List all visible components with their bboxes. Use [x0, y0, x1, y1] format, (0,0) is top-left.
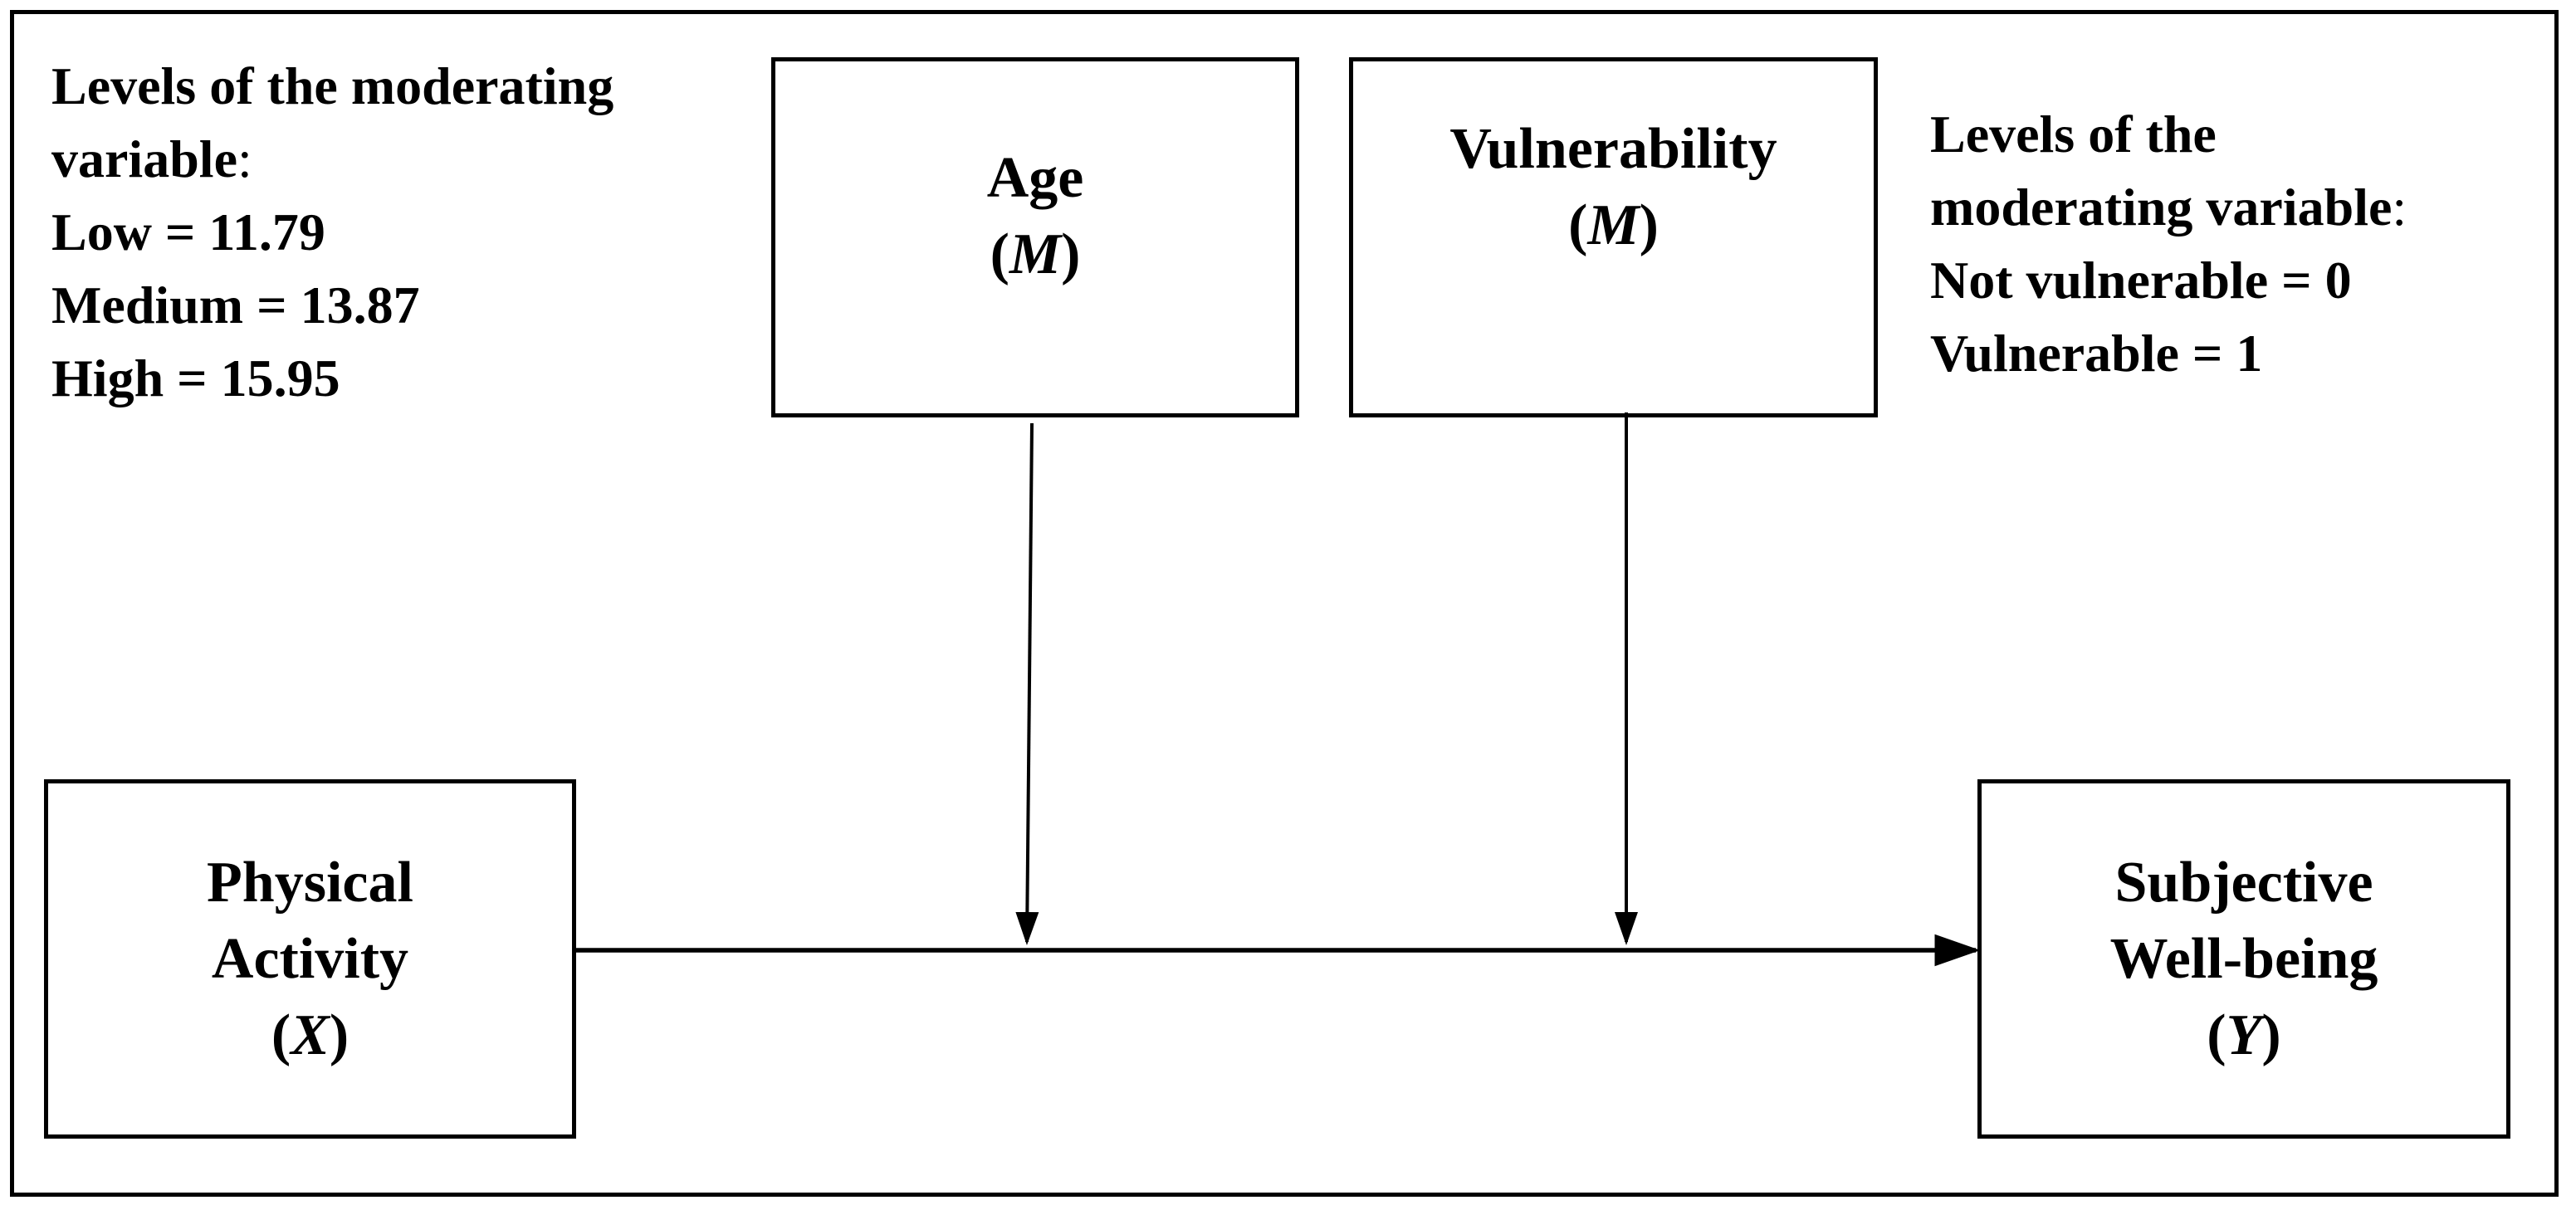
age-symbol: (M)	[990, 222, 1081, 286]
age-levels-note: Levels of the moderating variable: Low =…	[51, 50, 613, 415]
vulnerability-symbol: (M)	[1568, 193, 1659, 257]
age-level-low: Low = 11.79	[51, 202, 325, 261]
physical-activity-box: Physical Activity (X)	[44, 779, 576, 1139]
subjective-wellbeing-label-line2: Well-being	[2109, 926, 2378, 991]
physical-activity-label-line2: Activity	[211, 926, 409, 991]
vulnerability-levels-heading: Levels of the	[1930, 105, 2217, 163]
physical-activity-label-line1: Physical	[207, 850, 413, 915]
age-label: Age	[986, 146, 1084, 210]
subjective-wellbeing-label-line1: Subjective	[2114, 850, 2373, 915]
vulnerability-moderator-box: Vulnerability (M)	[1349, 57, 1878, 417]
age-levels-heading: Levels of the moderating	[51, 56, 614, 115]
diagram-frame	[10, 10, 2559, 1197]
vulnerability-level-vulnerable: Vulnerable = 1	[1930, 324, 2263, 383]
physical-activity-symbol: (X)	[271, 1003, 349, 1067]
vulnerability-label: Vulnerability	[1449, 117, 1777, 181]
subjective-wellbeing-box: Subjective Well-being (Y)	[1977, 779, 2510, 1139]
age-level-high: High = 15.95	[51, 349, 340, 407]
vulnerability-levels-note: Levels of the moderating variable: Not v…	[1930, 98, 2407, 390]
vulnerability-level-not-vulnerable: Not vulnerable = 0	[1930, 251, 2352, 310]
age-moderator-box: Age (M)	[771, 57, 1299, 417]
age-level-medium: Medium = 13.87	[51, 276, 420, 334]
subjective-wellbeing-symbol: (Y)	[2207, 1003, 2281, 1067]
